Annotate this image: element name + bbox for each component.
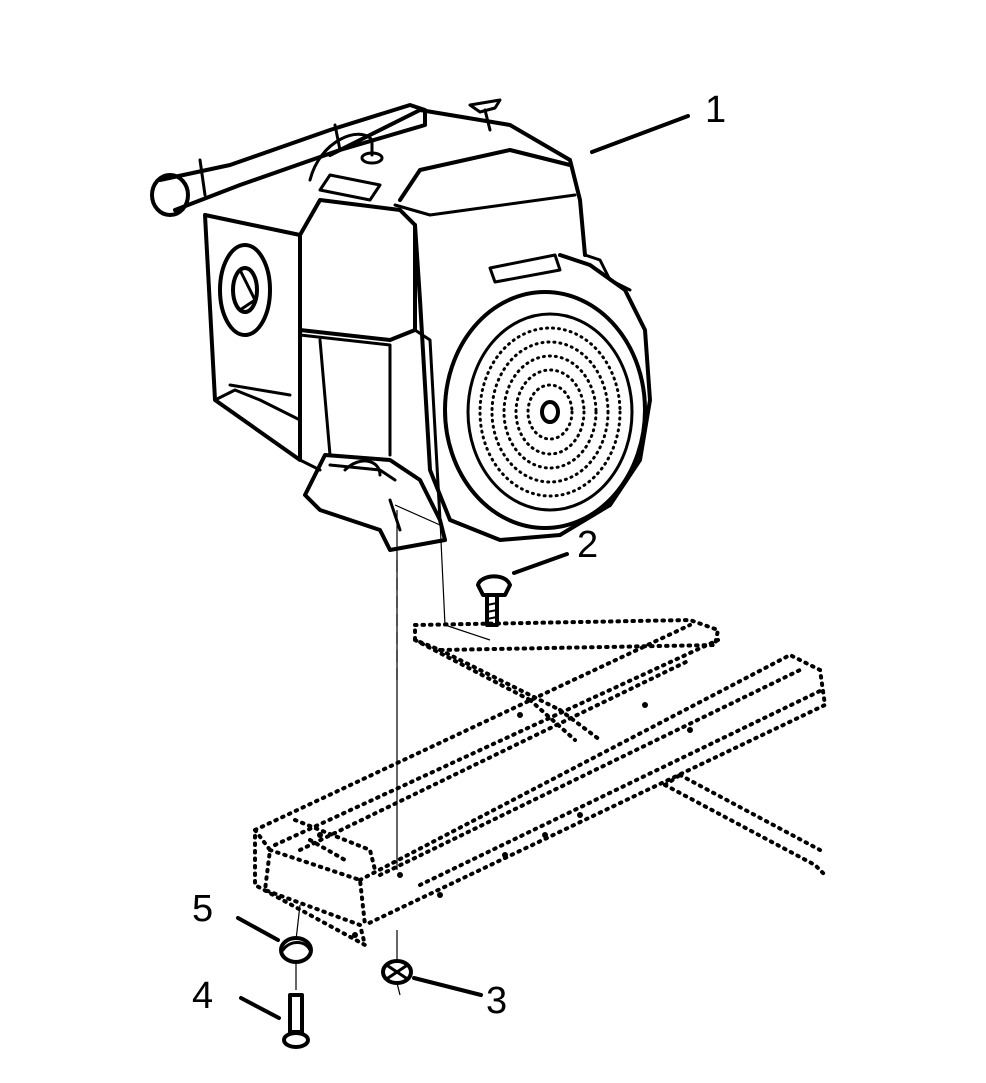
bolt-icon [282,962,310,1049]
callout-leaders [236,114,690,1020]
callout-1: 1 [705,89,726,131]
nut-icon [381,930,413,996]
engine-frame [253,617,828,949]
callout-2: 2 [577,524,598,566]
callout-4: 4 [192,975,213,1017]
callout-3: 3 [486,980,507,1022]
bolt-icon [476,574,512,627]
callout-5: 5 [192,888,213,930]
engine-icon [150,98,652,552]
alignment-lines [396,510,491,870]
